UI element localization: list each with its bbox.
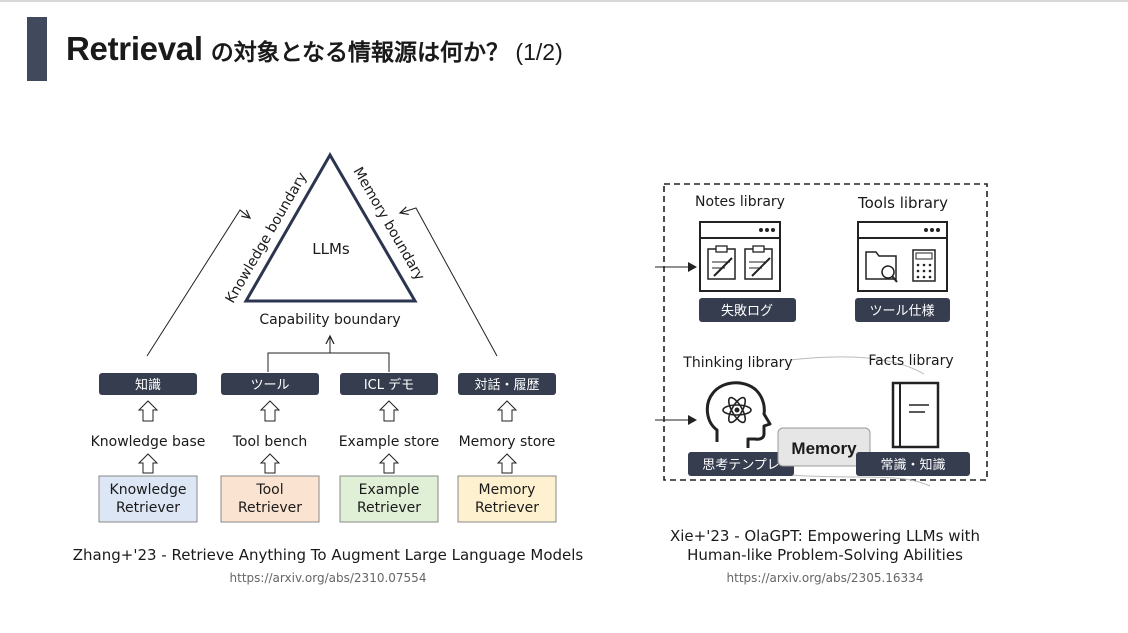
up-arrow-icon [378,453,400,474]
store-knowledge: Knowledge base [91,434,206,450]
top-border [0,0,1128,2]
column-knowledge: 知識 Knowledge base Knowledge Retriever [91,373,206,523]
library-container [663,183,988,481]
right-caption-line2: Human-like Problem-Solving Abilities [687,546,963,564]
facts-tag-text: 常識・知識 [880,457,945,473]
llm-triangle [243,152,418,303]
column-memory: 対話・履歴 Memory store Memory Retriever [457,373,557,523]
facts-library-title: Facts library [868,353,953,369]
title-main: Retrieval [66,30,203,67]
up-arrow-icon [496,400,518,422]
up-arrow-icon [259,453,281,474]
thinking-library-title: Thinking library [682,355,792,371]
retriever-knowledge-line2: Retriever [116,500,180,516]
column-example: ICL デモ Example store Example Retriever [339,373,440,523]
right-caption-line1: Xie+'23 - OlaGPT: Empowering LLMs with [669,527,981,545]
tag-tool-text: ツール [250,378,289,393]
retriever-example-line2: Retriever [357,500,421,516]
retriever-memory-line1: Memory [479,482,536,498]
tools-library-title: Tools library [857,194,948,212]
retriever-memory [457,475,557,523]
up-arrow-icon [496,453,518,474]
retriever-tool-line2: Retriever [238,500,302,516]
tag-dialogue-history-text: 対話・履歴 [474,377,539,393]
llm-triangle-diagram: LLMs Knowledge boundary Memory boundary … [91,152,557,523]
up-arrow-icon [137,400,159,422]
retriever-memory-line2: Retriever [475,500,539,516]
tools-tag [855,298,950,322]
olagpt-diagram: Notes library 失敗ログ Tools library [655,183,988,487]
notes-window-icon [699,221,781,292]
facts-tag [856,452,970,476]
right-url[interactable]: https://arxiv.org/abs/2305.16334 [726,571,924,585]
connector-curve [789,356,925,375]
retriever-example-line1: Example [359,482,420,498]
book-icon [891,381,940,449]
left-caption: Zhang+'23 - Retrieve Anything To Augment… [72,546,584,564]
up-arrow-icon [137,453,159,474]
capability-boundary-label: Capability boundary [259,312,400,328]
up-arrow-icon [378,400,400,422]
retriever-example [339,475,439,523]
slide-title: Retrieval の対象となる情報源は何か？ (1/2) [66,30,563,68]
tag-knowledge-text: 知識 [135,377,161,393]
column-tool: ツール Tool bench Tool Retriever [220,373,320,523]
tag-icl-demo [340,373,438,395]
notes-tag-text: 失敗ログ [721,304,773,319]
tag-tool [221,373,319,395]
tools-window-icon [857,221,948,292]
retriever-knowledge-line1: Knowledge [110,482,187,498]
title-accent-bar [27,17,47,81]
store-tool: Tool bench [232,434,308,450]
tag-knowledge [99,373,197,395]
thinking-tag-text: 思考テンプレ [702,458,780,473]
memory-arrow [400,208,498,357]
tools-tag-text: ツール仕様 [869,304,934,319]
up-arrow-icon [259,400,281,422]
memory-box-label: Memory [791,439,857,458]
thinking-tag [688,452,794,476]
title-jp: の対象となる情報源は何か？ [202,40,510,66]
retriever-tool [220,475,320,523]
left-url[interactable]: https://arxiv.org/abs/2310.07554 [229,571,427,585]
tag-icl-demo-text: ICL デモ [364,377,414,393]
knowledge-boundary-label: Knowledge boundary [223,170,311,306]
capability-bracket [267,352,390,372]
retriever-knowledge [98,475,198,523]
memory-box [777,427,871,467]
store-memory: Memory store [459,434,556,450]
brain-head-icon [705,381,772,448]
retriever-tool-line1: Tool [255,482,283,498]
store-example: Example store [339,434,440,450]
llms-label: LLMs [312,240,350,258]
tag-dialogue-history [458,373,556,395]
notes-tag [699,298,796,322]
title-page: (1/2) [509,39,563,65]
connector-curve [789,474,931,487]
memory-boundary-label: Memory boundary [350,165,428,284]
notes-library-title: Notes library [695,194,785,210]
